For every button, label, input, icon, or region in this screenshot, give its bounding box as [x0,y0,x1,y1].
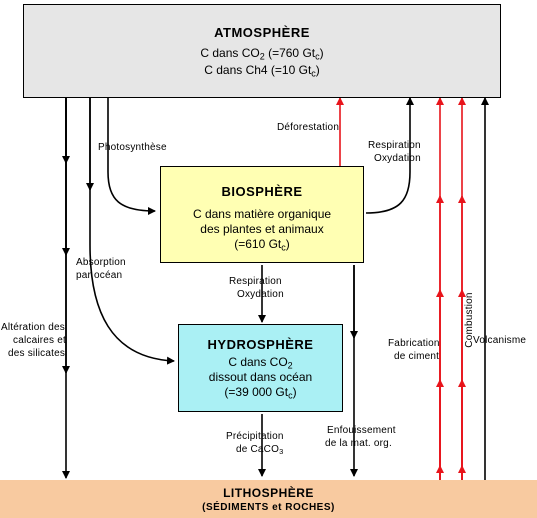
label-absorption-1: Absorption [76,257,126,268]
label-respiration-mid-1: Respiration [229,276,282,287]
hydrosphere-box: HYDROSPHÈRE C dans CO2 dissout dans océa… [178,324,343,412]
atmosphere-line1: C dans CO2 (=760 Gtc) [200,46,324,62]
label-burial-2: de la mat. org. [325,438,392,449]
label-burial-1: Enfouissement [327,425,396,436]
biosphere-line2: des plantes et animaux [200,222,324,236]
biosphere-line1: C dans matière organique [192,207,332,221]
label-volcanism: Volcanisme [473,335,527,346]
label-photosynthesis: Photosynthèse [98,142,167,153]
atmosphere-title: ATMOSPHÈRE [214,25,310,40]
lithosphere-title: LITHOSPHÈRE [223,486,314,500]
hydrosphere-line3: (=39 000 Gtc) [224,385,297,401]
label-respiration-top-2: Oxydation [374,153,421,164]
label-cement-2: de ciment [394,351,440,362]
atmosphere-box: ATMOSPHÈRE C dans CO2 (=760 Gtc) C dans … [23,4,501,98]
hydrosphere-line2: dissout dans océan [208,370,313,384]
label-cement-1: Fabrication [388,338,440,349]
biosphere-line3: (=610 Gtc) [234,237,290,253]
label-respiration-top-1: Respiration [368,140,421,151]
hydrosphere-line1: C dans CO2 [228,355,293,371]
label-precipitation-1: Précipitation [226,431,284,442]
lithosphere-subtitle: (SÉDIMENTS et ROCHES) [202,502,335,513]
hydrosphere-title: HYDROSPHÈRE [207,337,314,352]
label-deforestation: Déforestation [277,122,340,133]
label-alteration-3: des silicates [8,348,66,359]
atmosphere-line2: C dans Ch4 (=10 Gtc) [204,63,320,79]
photosynthesis-arrow [107,97,156,215]
biosphere-box: BIOSPHÈRE C dans matière organique des p… [160,166,364,263]
label-respiration-mid-2: Oxydation [237,289,284,300]
label-alteration-2: calcaires et [13,335,66,346]
lithosphere-box: LITHOSPHÈRE (SÉDIMENTS et ROCHES) [0,480,537,518]
label-absorption-2: par océan [76,270,123,281]
label-alteration-1: Altération des [1,322,65,333]
label-precipitation-2: de CaCO3 [236,444,284,456]
biosphere-title: BIOSPHÈRE [221,184,303,199]
respiration-top-arrow [365,97,414,214]
absorption-arrow [89,97,175,365]
